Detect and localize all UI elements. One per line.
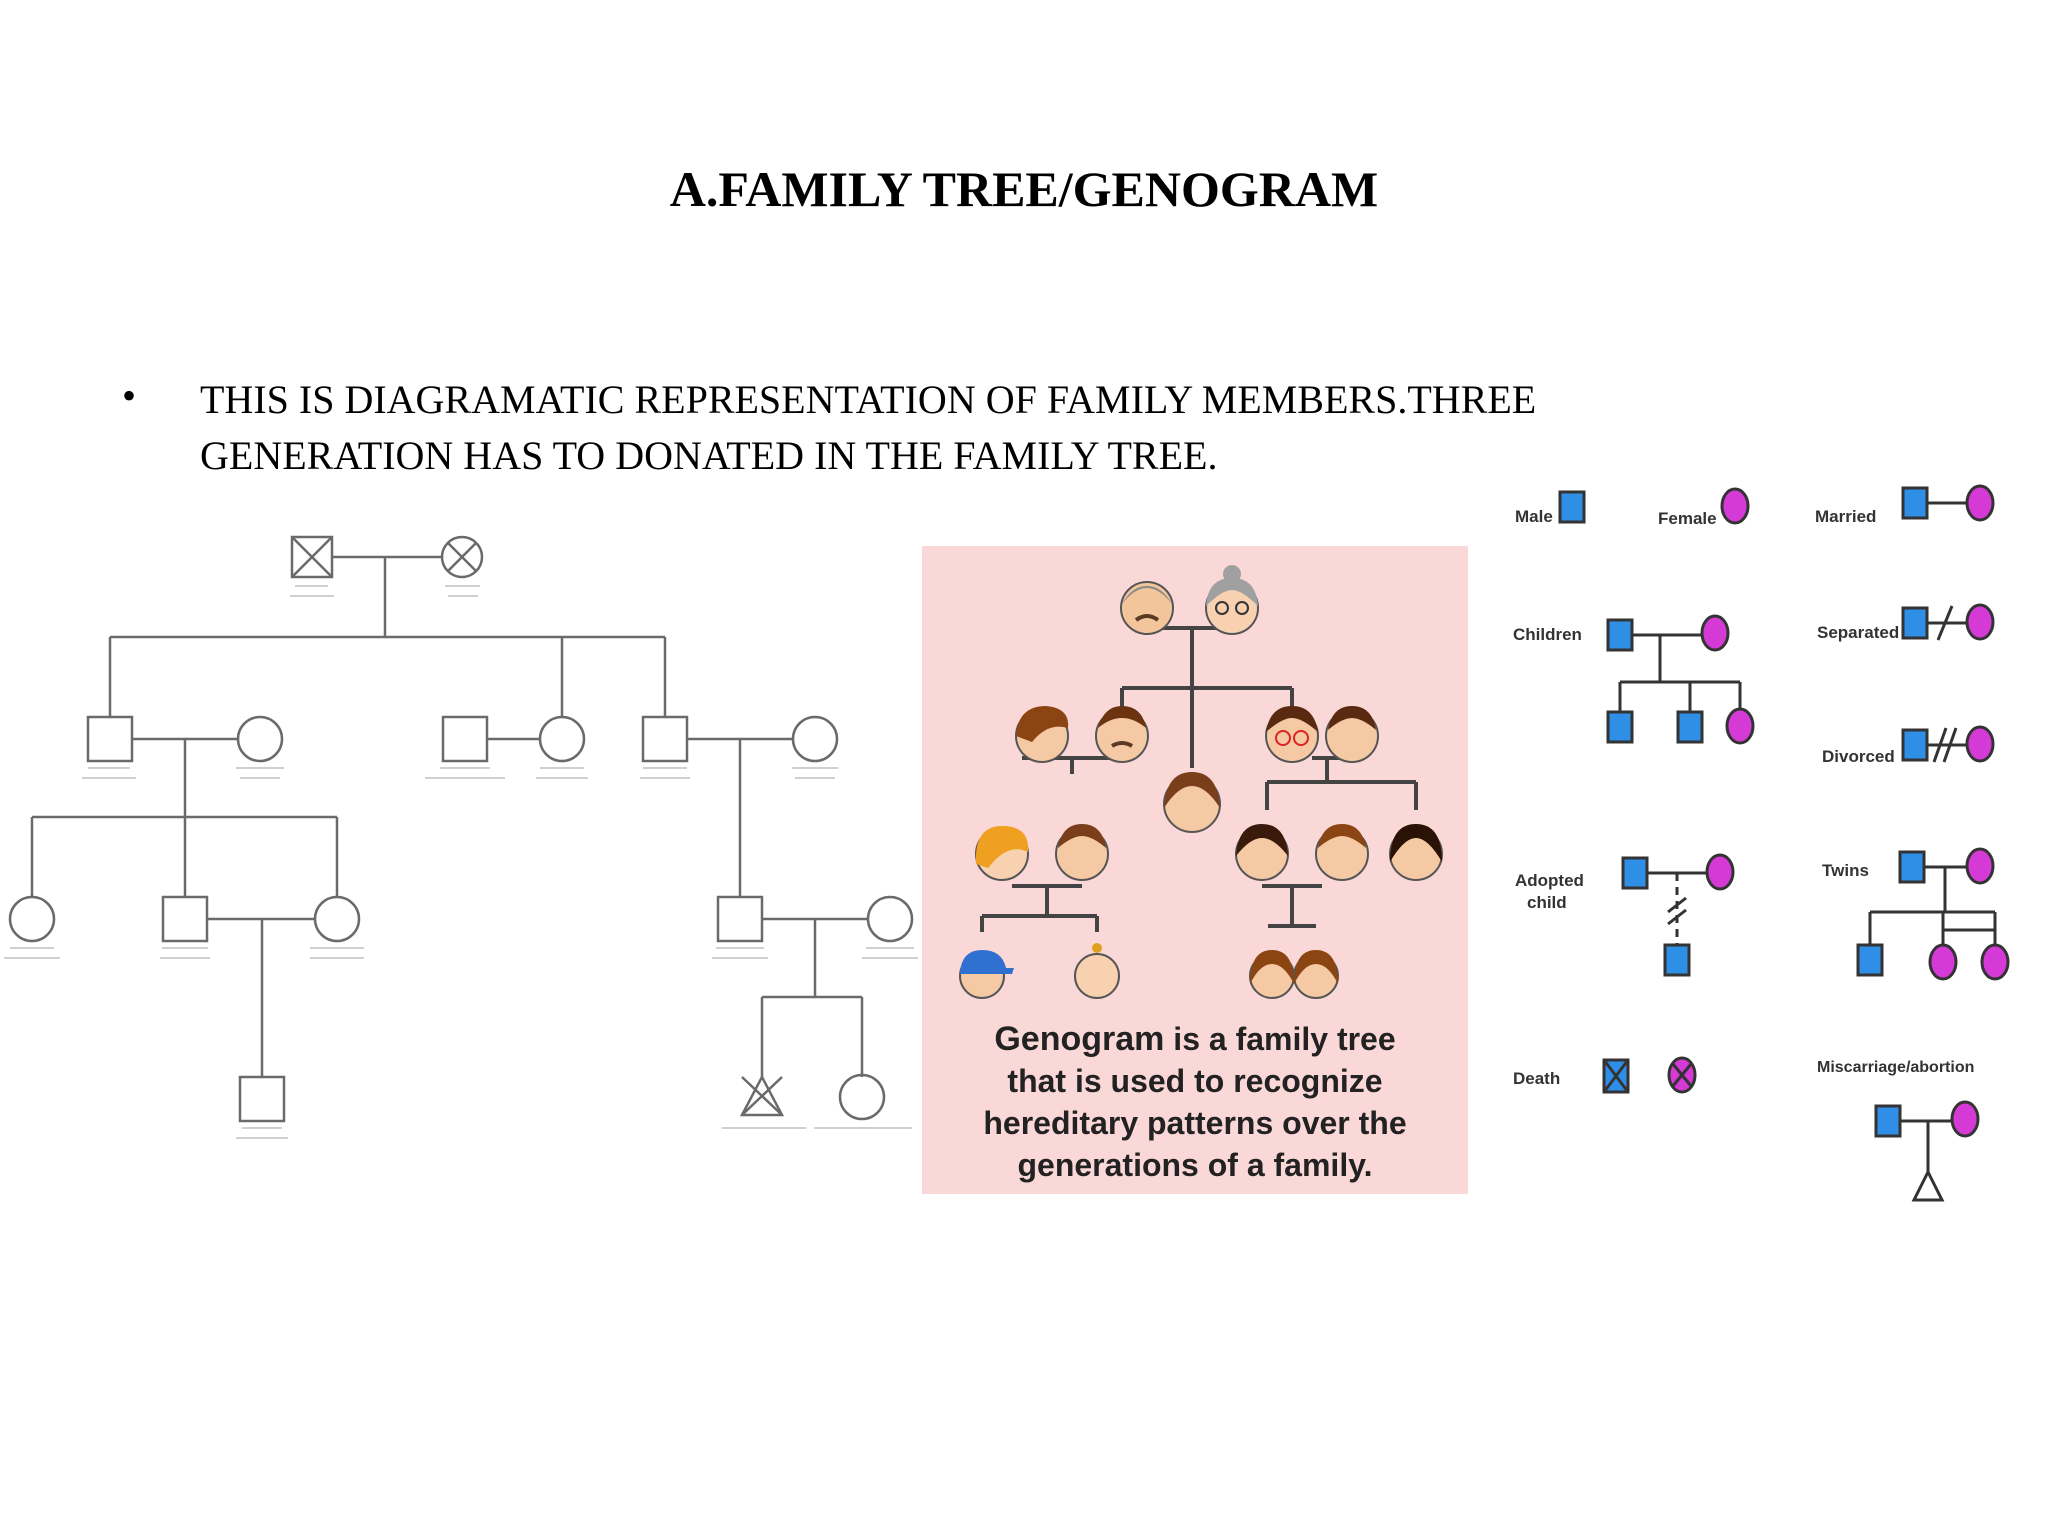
- face-twin-girl-icon: [1293, 950, 1339, 999]
- legend-adopted-label-1: Adopted: [1515, 871, 1584, 890]
- death-legend-symbol: [1602, 1056, 1697, 1094]
- face-aunt-icon: [1015, 706, 1069, 763]
- female-symbol: [538, 715, 586, 763]
- face-grandmother-icon: [1205, 565, 1259, 635]
- genogram-caption-line4: generations of a family.: [1017, 1147, 1372, 1183]
- male-symbol: [641, 715, 689, 763]
- male-symbol: [716, 895, 764, 943]
- deceased-male-symbol: [290, 535, 334, 579]
- family-tree-diagram: [4, 535, 918, 1139]
- male-symbol: [161, 895, 209, 943]
- legend-twins-label: Twins: [1822, 861, 1869, 880]
- face-girl-dark-hair-icon: [1389, 824, 1443, 881]
- face-teen-girl-icon: [1235, 824, 1289, 881]
- face-grandfather-icon: [1120, 581, 1174, 635]
- legend-female-label: Female: [1658, 509, 1717, 528]
- legend-married-label: Married: [1815, 507, 1876, 526]
- genogram-illustration-panel: Genogram is a family tree that is used t…: [922, 546, 1468, 1194]
- legend-separated-label: Separated: [1817, 623, 1899, 642]
- face-blonde-woman-icon: [975, 826, 1029, 881]
- legend-death-label: Death: [1513, 1069, 1560, 1088]
- male-symbol: [86, 715, 134, 763]
- legend-divorced-label: Divorced: [1822, 747, 1895, 766]
- female-symbol: [838, 1073, 886, 1121]
- genogram-caption-line2: that is used to recognize: [1007, 1063, 1382, 1099]
- legend-children-label: Children: [1513, 625, 1582, 644]
- face-teen-boy-icon: [1315, 824, 1369, 881]
- genogram-caption-line1: Genogram is a family tree: [994, 1020, 1395, 1058]
- face-young-man-icon: [1055, 824, 1109, 881]
- female-symbol: [236, 715, 284, 763]
- female-symbol: [791, 715, 839, 763]
- female-symbol: [8, 895, 56, 943]
- bullet-dot: •: [122, 373, 137, 418]
- genogram-caption-line3: hereditary patterns over the: [983, 1105, 1406, 1141]
- legend-miscarriage-label: Miscarriage/abortion: [1817, 1059, 1974, 1076]
- face-boy-cap-icon: [959, 950, 1014, 999]
- legend-male-label: Male: [1515, 507, 1553, 526]
- legend-adopted-label-2: child: [1527, 893, 1567, 912]
- slide-title: A.FAMILY TREE/GENOGRAM: [669, 161, 1379, 217]
- female-symbol: [313, 895, 361, 943]
- female-legend-symbol: [1720, 487, 1750, 525]
- face-father-icon: [1325, 706, 1379, 763]
- male-legend-symbol: [1558, 490, 1586, 524]
- male-symbol: [238, 1075, 286, 1123]
- male-symbol: [441, 715, 489, 763]
- miscarriage-legend-symbol: [1911, 1168, 1945, 1202]
- bullet-text: THIS IS DIAGRAMATIC REPRESENTATION OF FA…: [200, 377, 1537, 478]
- face-uncle-icon: [1095, 706, 1149, 763]
- face-mother-icon: [1163, 772, 1221, 833]
- female-symbol: [866, 895, 914, 943]
- miscarriage-symbol: [739, 1074, 785, 1117]
- deceased-female-symbol: [440, 535, 484, 579]
- face-baby-icon: [1074, 943, 1120, 999]
- face-twin-girl-icon: [1249, 950, 1295, 999]
- genogram-symbol-legend: Male Female Married Children Separated D…: [1513, 484, 2010, 1202]
- face-girl-glasses-icon: [1265, 706, 1319, 763]
